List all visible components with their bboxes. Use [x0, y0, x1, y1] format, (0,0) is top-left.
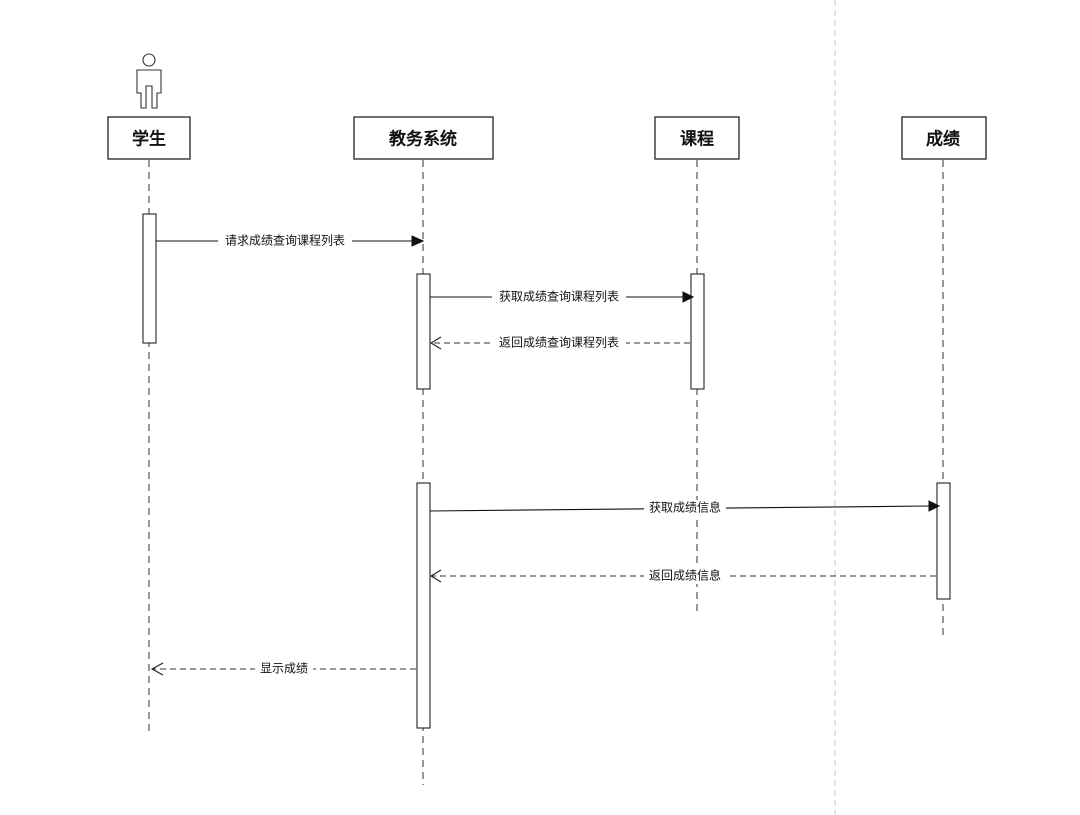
- student-actor-icon: [136, 53, 162, 109]
- message-show-grade[interactable]: 显示成绩: [150, 661, 416, 677]
- message-get-course-list[interactable]: 获取成绩查询课程列表: [430, 289, 695, 306]
- participant-label: 教务系统: [388, 129, 457, 150]
- arrowhead-icon: [682, 291, 695, 303]
- participant-grade[interactable]: 成绩: [901, 116, 987, 160]
- open-arrowhead-icon: [429, 336, 442, 350]
- open-arrowhead-icon: [429, 569, 442, 583]
- message-get-grade-info[interactable]: 获取成绩信息: [429, 500, 941, 517]
- participant-label: 学生: [132, 129, 166, 150]
- message-label: 获取成绩信息: [649, 500, 721, 515]
- message-label: 返回成绩查询课程列表: [499, 335, 619, 350]
- message-label: 请求成绩查询课程列表: [225, 233, 345, 248]
- message-label: 获取成绩查询课程列表: [499, 289, 619, 304]
- activation-bar-grade: [936, 482, 951, 600]
- participant-label: 课程: [680, 130, 714, 150]
- activation-bar-system: [416, 273, 431, 390]
- participant-student[interactable]: 学生: [107, 116, 191, 160]
- message-label: 返回成绩信息: [649, 568, 721, 583]
- message-return-course-list[interactable]: 返回成绩查询课程列表: [429, 335, 690, 352]
- activation-bar-system: [416, 482, 431, 729]
- activation-bar-course: [690, 273, 705, 390]
- participant-course[interactable]: 课程: [654, 116, 740, 160]
- arrowhead-icon: [411, 235, 425, 247]
- message-return-grade-info[interactable]: 返回成绩信息: [429, 568, 936, 585]
- participant-label: 成绩: [926, 129, 960, 150]
- open-arrowhead-icon: [150, 662, 164, 676]
- message-label: 显示成绩: [260, 662, 308, 676]
- arrowhead-icon: [928, 500, 941, 512]
- activation-bar-student: [142, 213, 157, 344]
- message-request-course-list[interactable]: 请求成绩查询课程列表: [156, 233, 425, 250]
- participant-system[interactable]: 教务系统: [353, 116, 494, 160]
